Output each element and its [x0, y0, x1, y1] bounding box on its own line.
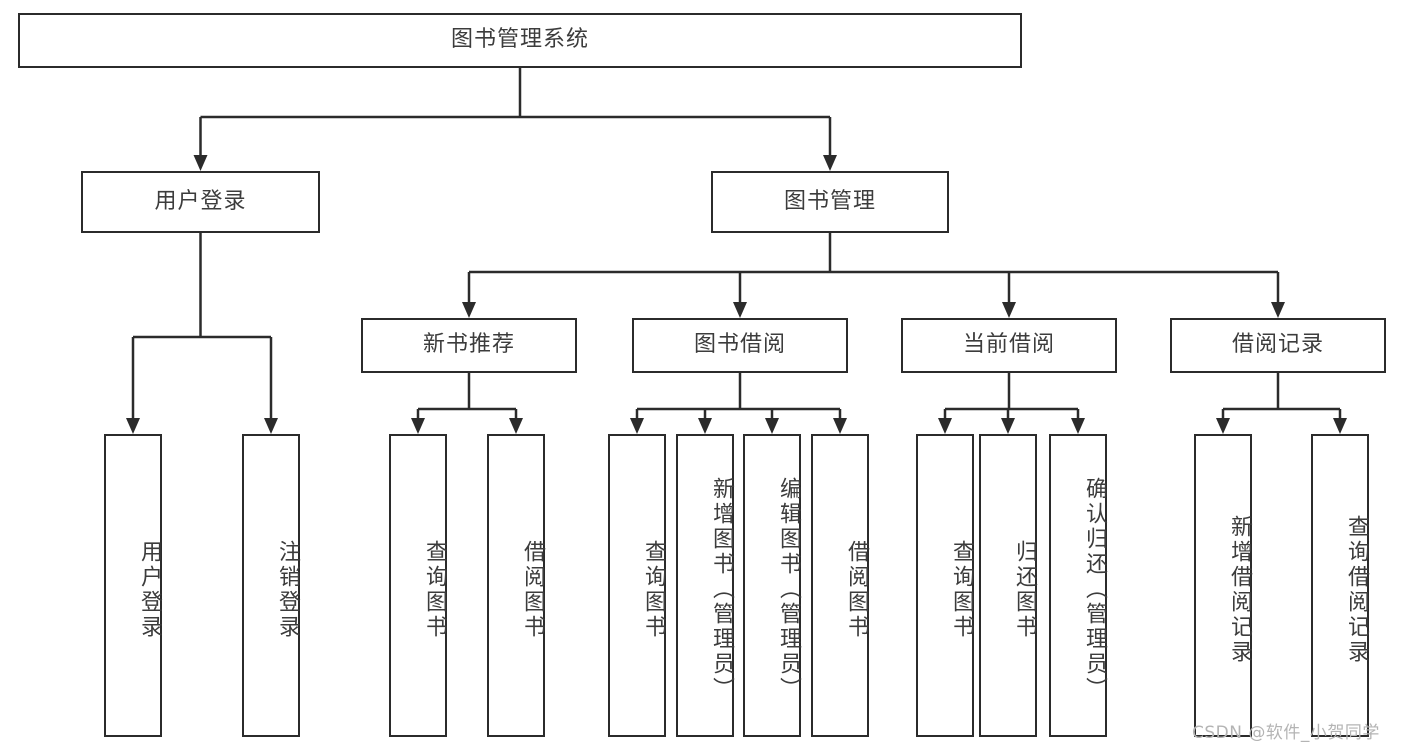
arrowhead-leaf_user_login: [126, 418, 140, 434]
node-book-manage[interactable]: 图书管理: [711, 171, 949, 233]
node-leaf-query-book-3[interactable]: 查询图书: [916, 434, 974, 737]
arrowhead-book_manage: [823, 155, 837, 171]
arrowhead-leaf_query_book_1: [411, 418, 425, 434]
node-root[interactable]: 图书管理系统: [18, 13, 1022, 68]
node-leaf-query-book-2[interactable]: 查询图书: [608, 434, 666, 737]
node-leaf-add-record[interactable]: 新增借阅记录: [1194, 434, 1252, 737]
node-leaf-borrow-book-2[interactable]: 借阅图书: [811, 434, 869, 737]
arrowhead-leaf_add_book: [698, 418, 712, 434]
node-label: 查询图书: [641, 539, 666, 640]
node-label: 查询图书: [949, 539, 974, 640]
arrowhead-borrow_record: [1271, 302, 1285, 318]
node-leaf-borrow-book-1[interactable]: 借阅图书: [487, 434, 545, 737]
arrowhead-book_borrow: [733, 302, 747, 318]
node-label: 图书借阅: [693, 332, 786, 358]
node-label: 新书推荐: [422, 332, 515, 358]
arrowhead-leaf_user_logout: [264, 418, 278, 434]
arrowhead-leaf_query_book_2: [630, 418, 644, 434]
node-label: 新增借阅记录: [1227, 514, 1252, 665]
node-label: 查询借阅记录: [1344, 514, 1369, 665]
node-new-book-rec[interactable]: 新书推荐: [361, 318, 577, 373]
node-label: 确认归还（管理员）: [1082, 477, 1107, 702]
arrowhead-user_login: [193, 155, 208, 171]
node-label: 借阅记录: [1231, 332, 1324, 358]
node-label: 查询图书: [422, 539, 447, 640]
node-leaf-add-book[interactable]: 新增图书（管理员）: [676, 434, 734, 737]
arrowhead-leaf_query_record: [1333, 418, 1347, 434]
arrowhead-leaf_return_book: [1001, 418, 1015, 434]
node-leaf-query-book-1[interactable]: 查询图书: [389, 434, 447, 737]
arrowhead-leaf_add_record: [1216, 418, 1230, 434]
arrowhead-leaf_borrow_book_2: [833, 418, 847, 434]
node-label: 归还图书: [1012, 539, 1037, 640]
node-leaf-user-login[interactable]: 用户登录: [104, 434, 162, 737]
node-current-borrow[interactable]: 当前借阅: [901, 318, 1117, 373]
node-label: 图书管理: [783, 188, 876, 214]
arrowhead-current_borrow: [1002, 302, 1016, 318]
node-user-login[interactable]: 用户登录: [81, 171, 320, 233]
node-label: 图书管理系统: [450, 27, 589, 53]
node-leaf-edit-book[interactable]: 编辑图书（管理员）: [743, 434, 801, 737]
arrowhead-new_book_rec: [462, 302, 476, 318]
node-label: 编辑图书（管理员）: [776, 477, 801, 702]
node-borrow-record[interactable]: 借阅记录: [1170, 318, 1386, 373]
node-label: 当前借阅: [962, 332, 1055, 358]
node-label: 借阅图书: [844, 539, 869, 640]
watermark: CSDN @软件_小贺同学: [1192, 723, 1380, 743]
node-label: 用户登录: [137, 539, 162, 640]
node-label: 借阅图书: [520, 539, 545, 640]
node-leaf-query-record[interactable]: 查询借阅记录: [1311, 434, 1369, 737]
arrowhead-leaf_edit_book: [765, 418, 779, 434]
node-leaf-user-logout[interactable]: 注销登录: [242, 434, 300, 737]
arrowhead-leaf_confirm_return: [1071, 418, 1085, 434]
node-leaf-confirm-return[interactable]: 确认归还（管理员）: [1049, 434, 1107, 737]
arrowhead-leaf_query_book_3: [938, 418, 952, 434]
node-label: 新增图书（管理员）: [709, 477, 734, 702]
node-label: 注销登录: [275, 539, 300, 640]
node-label: 用户登录: [154, 188, 247, 214]
node-book-borrow[interactable]: 图书借阅: [632, 318, 848, 373]
node-leaf-return-book[interactable]: 归还图书: [979, 434, 1037, 737]
arrowhead-leaf_borrow_book_1: [509, 418, 523, 434]
